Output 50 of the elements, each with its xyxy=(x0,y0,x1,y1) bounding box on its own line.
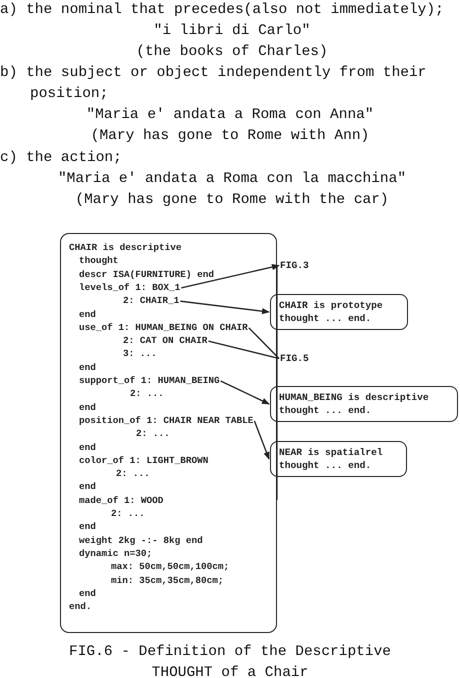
figure-caption: FIG.6 - Definition of the Descriptive THOUGHT of a Chair xyxy=(68,643,392,678)
code-line: 2: CHAIR_1 xyxy=(123,295,180,308)
text-line: "i libri di Carlo" xyxy=(154,22,310,41)
code-line: color_of 1: LIGHT_BROWN xyxy=(79,454,208,467)
code-line: end xyxy=(79,362,96,374)
code-line: thought xyxy=(79,255,118,268)
code-line: 3: ... xyxy=(123,348,157,360)
code-line: end xyxy=(79,402,96,414)
figure-reference: FIG.3 xyxy=(280,259,309,272)
code-line: support_of 1: HUMAN_BEING xyxy=(79,375,220,387)
code-line: end. xyxy=(69,601,92,614)
text-line: (Mary has gone to Rome with Ann) xyxy=(90,127,370,146)
figure-reference: FIG.5 xyxy=(280,352,309,365)
leader-line xyxy=(208,340,280,360)
text-line: b) the subject or object independently from their position; xyxy=(0,64,428,104)
callout-box: NEAR is spatialrel thought ... end. xyxy=(270,441,407,477)
text-line: a) the nominal that precedes(also not immediately); xyxy=(0,1,444,20)
code-line: levels_of 1: BOX_1 xyxy=(79,282,180,294)
code-line: descr ISA(FURNITURE) end xyxy=(79,268,214,281)
leader-line xyxy=(180,300,270,314)
leader-line xyxy=(254,420,270,460)
leader-line xyxy=(181,264,280,289)
code-line: weight 2kg -:- 8kg end xyxy=(79,534,203,547)
callout-box: CHAIR is prototype thought ... end. xyxy=(270,294,408,330)
code-line: position_of 1: CHAIR NEAR TABLE xyxy=(79,414,254,427)
leader-line xyxy=(248,327,280,359)
code-line: max: 50cm,50cm,100cm; xyxy=(111,561,230,574)
code-line: end xyxy=(79,442,96,454)
code-line: 2: ... xyxy=(130,388,164,400)
code-line: 2: ... xyxy=(116,468,150,480)
text-line: "Maria e' andata a Roma con la macchina" xyxy=(58,170,406,189)
code-listing-frame xyxy=(60,233,277,633)
code-line: end xyxy=(79,588,96,600)
leader-line xyxy=(220,380,270,405)
text-line: c) the action; xyxy=(0,149,122,168)
text-line: "Maria e' andata a Roma con Anna" xyxy=(86,106,374,125)
callout-box: HUMAN_BEING is descriptive thought ... end. xyxy=(270,386,458,422)
code-line: dynamic n=30; xyxy=(79,548,152,560)
code-line: CHAIR is descriptive xyxy=(69,242,182,254)
code-line: 2: CAT ON CHAIR xyxy=(123,335,208,348)
text-line: (the books of Charles) xyxy=(136,43,328,62)
code-line: end xyxy=(79,308,96,320)
text-line: (Mary has gone to Rome with the car) xyxy=(75,191,389,210)
code-line: 2: ... xyxy=(111,508,145,520)
code-line: made_of 1: WOOD xyxy=(79,494,164,507)
code-line: min: 35cm,35cm,80cm; xyxy=(111,574,224,586)
code-line: 2: ... xyxy=(136,428,170,440)
code-line: end xyxy=(79,481,96,494)
code-line: use_of 1: HUMAN_BEING ON CHAIR xyxy=(79,322,248,334)
code-line: end xyxy=(79,521,96,534)
